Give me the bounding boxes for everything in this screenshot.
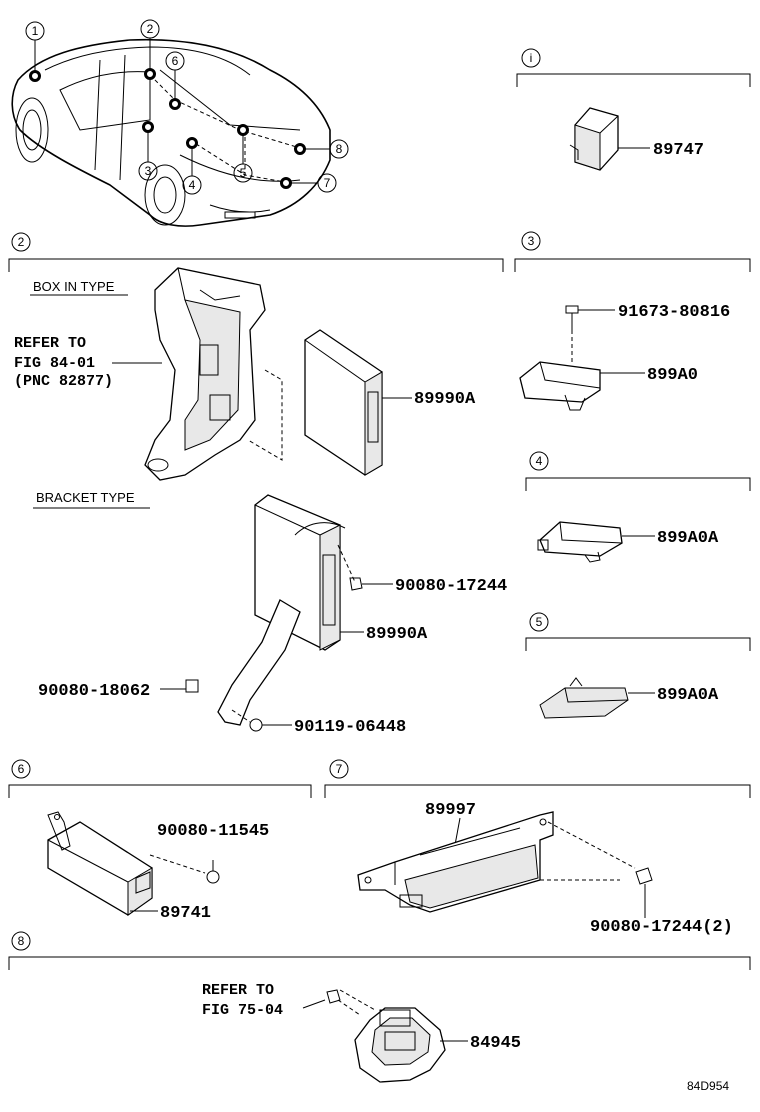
section-4-label: 4 [536,454,543,468]
location-dot-7 [280,177,292,189]
section-3: 3 91673-80816 899A0 [514,231,751,411]
part-number-899A0A-2: 899A0A [657,686,719,705]
part-89997-illustration [357,811,554,913]
location-dot-2 [144,68,156,80]
antenna-899A0A-illustration-1 [537,521,623,563]
car-overview: 1 2 6 3 4 5 8 7 [11,19,349,227]
refer-to-label-1: REFER TO [14,335,86,352]
figure-code: 84D954 [687,1079,729,1093]
callout-5: 5 [240,166,247,180]
section-6: 6 90080-11545 89741 [8,759,312,923]
callout-8: 8 [336,142,343,156]
section-2-label: 2 [18,235,25,249]
section-i-label: i [530,51,533,65]
location-dot-5 [237,124,249,136]
section-i: i 89747 [516,48,751,171]
callout-3: 3 [145,164,152,178]
junction-box-illustration [144,267,266,481]
section-3-label: 3 [528,234,535,248]
section-8-label: 8 [18,934,25,948]
section-5: 5 899A0A [525,612,751,719]
caption-bracket-type: BRACKET TYPE [36,490,135,505]
location-dot-4 [186,137,198,149]
part-number-90080-17244-2: 90080-17244(2) [590,918,733,937]
callout-6: 6 [172,54,179,68]
callout-7: 7 [324,176,331,190]
section-7: 7 89997 90080-17244(2) [324,759,751,937]
antenna-899A0A-illustration-2 [539,677,629,719]
section-5-label: 5 [536,615,543,629]
part-number-90080-11545: 90080-11545 [157,822,269,841]
part-number-91673-80816: 91673-80816 [618,303,730,322]
location-dot-8 [294,143,306,155]
part-number-89990A-bracket: 89990A [366,625,428,644]
callout-2: 2 [147,22,154,36]
part-number-89747: 89747 [653,141,704,160]
part-number-89997: 89997 [425,801,476,820]
part-number-89990A-box: 89990A [414,390,476,409]
section-2: 2 BOX IN TYPE REFER TO FIG 84-01 (PNC 82… [8,232,507,737]
sensor-899A0-illustration [519,361,601,411]
part-number-90119-06448: 90119-06448 [294,718,406,737]
refer-to-label-2: REFER TO [202,982,274,999]
caption-box-in-type: BOX IN TYPE [33,279,115,294]
fig-84-01-label: FIG 84-01 [14,355,95,372]
part-number-90080-17244: 90080-17244 [395,577,507,596]
callout-4: 4 [189,178,196,192]
fig-75-04-label: FIG 75-04 [202,1002,283,1019]
part-89990A-bracket-illustration [217,494,346,726]
part-number-90080-18062: 90080-18062 [38,682,150,701]
location-dot-3 [142,121,154,133]
part-number-899A0: 899A0 [647,366,698,385]
part-number-899A0A-1: 899A0A [657,529,719,548]
part-89990A-box-illustration [304,329,383,476]
part-84945-illustration [354,1007,446,1083]
section-4: 4 899A0A [525,451,751,563]
location-dot-6 [169,98,181,110]
part-89747-illustration [569,107,619,171]
section-6-label: 6 [18,762,25,776]
location-dot-1 [29,70,41,82]
section-7-label: 7 [336,762,343,776]
callout-1: 1 [32,24,39,38]
part-number-89741: 89741 [160,904,211,923]
pnc-82877-label: (PNC 82877) [14,373,113,390]
part-89741-illustration [47,811,153,916]
section-8: 8 REFER TO FIG 75-04 84945 [8,931,751,1083]
part-number-84945: 84945 [470,1034,521,1053]
bolt-91673-illustration [565,305,579,330]
